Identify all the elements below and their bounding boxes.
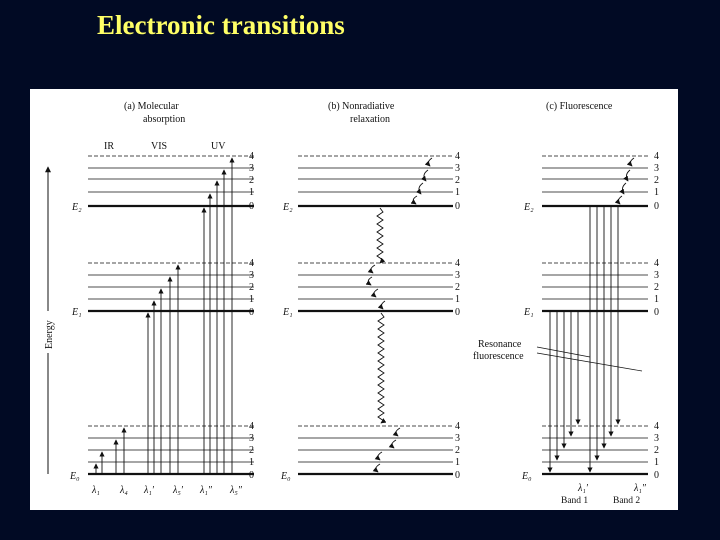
svg-text:2: 2: [455, 282, 460, 293]
svg-text:4: 4: [654, 421, 659, 432]
svg-text:1: 1: [455, 187, 460, 198]
svg-text:1: 1: [249, 457, 254, 468]
region-ir-label: IR: [104, 141, 114, 152]
energy-level-diagram: (a) Molecular absorption (b) Nonradiativ…: [30, 89, 678, 510]
resonance-pointer-2: [536, 352, 643, 372]
svg-text:0: 0: [654, 470, 659, 481]
svg-text:1: 1: [654, 457, 659, 468]
wavelength-lambda4: λ₄: [119, 485, 128, 496]
svg-text:4: 4: [654, 258, 659, 269]
svg-text:3: 3: [455, 163, 460, 174]
panel-c-state-e2: E₂: [523, 202, 534, 213]
panel-b-level-numbers: 4 3 2 1 0 4 3 2 1 0 4 3 2 1 0: [455, 151, 460, 481]
panel-c-fluorescence-arrows: [547, 206, 621, 473]
svg-text:0: 0: [455, 201, 460, 212]
band2-label: Band 2: [613, 496, 640, 506]
wavelength-lambda1-double-prime: λ₁″: [199, 485, 213, 496]
panel-b-vibrational-relaxation-arrows: [365, 157, 433, 473]
panel-c-relaxation-arrows: [614, 157, 635, 205]
svg-text:3: 3: [455, 433, 460, 444]
svg-text:2: 2: [249, 175, 254, 186]
panel-c-state-e0: E₀: [521, 471, 532, 482]
resonance-pointer-1: [536, 346, 591, 358]
svg-text:2: 2: [654, 282, 659, 293]
panel-b-header: (b) Nonradiative: [328, 101, 395, 112]
panel-b-state-e0: E₀: [280, 471, 291, 482]
diagram-canvas: (a) Molecular absorption (b) Nonradiativ…: [41, 101, 659, 506]
svg-text:1: 1: [654, 187, 659, 198]
fluorescence-lambda1-prime: λ₁′: [577, 483, 589, 494]
svg-text:1: 1: [455, 294, 460, 305]
svg-text:0: 0: [249, 307, 254, 318]
panel-a-levels: [88, 155, 254, 476]
svg-text:3: 3: [455, 270, 460, 281]
panel-a-header: (a) Molecular: [124, 101, 179, 112]
energy-label-bg: [41, 311, 55, 353]
svg-text:2: 2: [455, 445, 460, 456]
wavelength-lambda5-prime: λ₅′: [172, 485, 184, 496]
band1-label: Band 1: [561, 496, 588, 506]
svg-text:4: 4: [249, 421, 254, 432]
svg-text:4: 4: [455, 151, 460, 162]
panel-a-absorption-arrows: [93, 157, 235, 474]
region-vis-label: VIS: [151, 141, 167, 152]
svg-text:4: 4: [249, 258, 254, 269]
svg-text:2: 2: [654, 445, 659, 456]
svg-text:3: 3: [654, 163, 659, 174]
svg-text:1: 1: [654, 294, 659, 305]
panel-a-state-e1: E₁: [71, 307, 82, 318]
panel-a-state-e2: E₂: [71, 202, 82, 213]
svg-text:3: 3: [249, 433, 254, 444]
svg-text:3: 3: [654, 433, 659, 444]
svg-text:2: 2: [654, 175, 659, 186]
fluorescence-lambda1-double-prime: λ₁″: [633, 483, 647, 494]
svg-text:0: 0: [249, 201, 254, 212]
svg-text:4: 4: [654, 151, 659, 162]
svg-text:1: 1: [249, 187, 254, 198]
svg-text:0: 0: [455, 470, 460, 481]
svg-text:0: 0: [654, 307, 659, 318]
svg-text:3: 3: [654, 270, 659, 281]
svg-text:4: 4: [455, 258, 460, 269]
panel-b-levels: [298, 155, 453, 476]
svg-text:4: 4: [249, 151, 254, 162]
svg-text:0: 0: [455, 307, 460, 318]
region-uv-label: UV: [211, 141, 226, 152]
wavelength-lambda1: λ₁: [91, 485, 100, 496]
panel-c-state-e1: E₁: [523, 307, 534, 318]
svg-text:2: 2: [455, 175, 460, 186]
panel-b-state-e2: E₂: [282, 202, 293, 213]
svg-text:3: 3: [249, 163, 254, 174]
panel-b-state-e1: E₁: [282, 307, 293, 318]
svg-text:2: 2: [249, 282, 254, 293]
resonance-label-line2: fluorescence: [473, 351, 524, 362]
svg-text:0: 0: [654, 201, 659, 212]
wavelength-lambda1-prime: λ₁′: [143, 485, 155, 496]
svg-text:4: 4: [455, 421, 460, 432]
panel-b-internal-conversion-arrows: [376, 207, 387, 424]
svg-text:0: 0: [249, 470, 254, 481]
energy-axis-label: Energy: [44, 320, 55, 349]
wavelength-lambda5-double-prime: λ₅″: [229, 485, 243, 496]
panel-a-level-numbers: 4 3 2 1 0 4 3 2 1 0 4 3 2 1 0: [249, 151, 254, 481]
panel-a-state-e0: E₀: [69, 471, 80, 482]
panel-b-subheader: relaxation: [350, 114, 390, 125]
svg-text:2: 2: [249, 445, 254, 456]
resonance-label-line1: Resonance: [478, 339, 522, 350]
panel-c-level-numbers: 4 3 2 1 0 4 3 2 1 0 4 3 2 1 0: [654, 151, 659, 481]
svg-text:1: 1: [249, 294, 254, 305]
svg-text:3: 3: [249, 270, 254, 281]
svg-text:1: 1: [455, 457, 460, 468]
slide-title: Electronic transitions: [97, 10, 345, 40]
panel-c-header: (c) Fluorescence: [546, 101, 613, 112]
panel-a-subheader: absorption: [143, 114, 185, 125]
panel-c-levels: [542, 155, 648, 476]
